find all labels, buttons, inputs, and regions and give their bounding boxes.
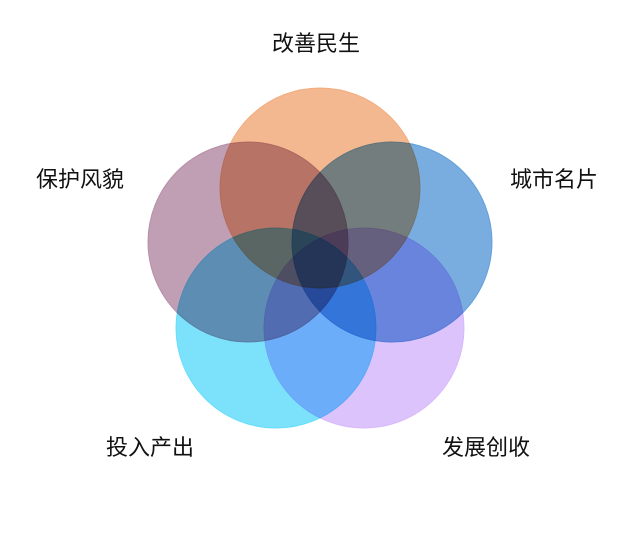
set-label-baohu-fengmao: 保护风貌 bbox=[36, 168, 125, 193]
circle-baohu-fengmao bbox=[147, 141, 349, 343]
set-label-chengshi-mingpian: 城市名片 bbox=[510, 168, 599, 193]
venn-circles bbox=[147, 87, 493, 429]
set-label-gaishan-minsheng: 改善民生 bbox=[272, 32, 361, 57]
set-label-touru-chanchu: 投入产出 bbox=[106, 436, 195, 461]
set-label-fazhan-chuangshou: 发展创收 bbox=[442, 436, 531, 461]
